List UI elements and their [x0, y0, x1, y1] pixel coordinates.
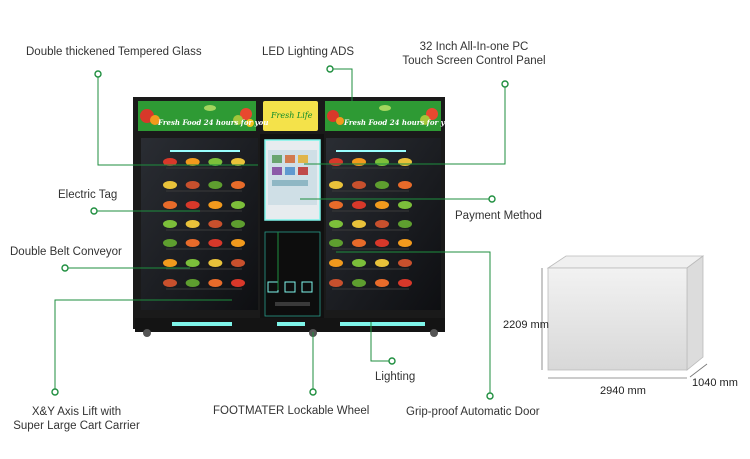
box-front — [547, 267, 688, 371]
produce-item — [231, 239, 245, 247]
produce-item — [231, 158, 245, 166]
dimension-height: 2209 mm — [503, 319, 549, 331]
produce-item — [231, 181, 245, 189]
produce-item — [398, 181, 412, 189]
label-wheel: FOOTMATER Lockable Wheel — [213, 405, 370, 417]
produce-item — [329, 181, 343, 189]
produce-item — [352, 259, 366, 267]
produce-item — [375, 158, 389, 166]
produce-right — [329, 158, 412, 290]
produce-item — [352, 239, 366, 247]
label-door: Grip-proof Automatic Door — [406, 406, 540, 418]
produce-item — [375, 181, 389, 189]
label-conveyor: Double Belt Conveyor — [10, 246, 122, 258]
produce-item — [163, 181, 177, 189]
wheel-left — [143, 329, 151, 337]
label-control-panel-line1: 32 Inch All-In-one PC — [419, 41, 529, 53]
box-side — [686, 255, 704, 371]
produce-item — [375, 201, 389, 209]
produce-item — [352, 220, 366, 228]
produce-item — [185, 279, 200, 287]
produce-item — [329, 239, 343, 247]
produce-item — [375, 259, 389, 267]
produce-item — [231, 259, 245, 267]
produce-item — [352, 181, 366, 189]
label-control-panel-line2: Touch Screen Control Panel — [402, 55, 546, 67]
produce-item — [398, 279, 412, 287]
produce-item — [208, 158, 223, 166]
produce-item — [208, 259, 223, 267]
produce-item — [185, 201, 200, 209]
produce-item — [329, 158, 343, 166]
produce-item — [163, 279, 177, 287]
dimension-depth: 1040 mm — [692, 377, 738, 389]
produce-item — [398, 220, 412, 228]
produce-item — [329, 220, 343, 228]
produce-item — [375, 239, 389, 247]
dimension-width: 2940 mm — [600, 385, 646, 397]
produce-item — [329, 259, 343, 267]
bottom-light-left — [172, 322, 232, 326]
produce-item — [398, 201, 412, 209]
produce-item — [208, 220, 223, 228]
produce-item — [185, 220, 200, 228]
label-led-ads: LED Lighting ADS — [262, 46, 355, 58]
produce-item — [185, 181, 200, 189]
produce-item — [398, 158, 412, 166]
produce-item — [163, 201, 177, 209]
produce-item — [208, 201, 223, 209]
produce-item — [208, 279, 223, 287]
produce-item — [231, 201, 245, 209]
produce-item — [185, 259, 200, 267]
label-lift: X&Y Axis Lift with Super Large Cart Carr… — [4, 405, 149, 433]
produce-item — [231, 220, 245, 228]
produce-left — [163, 158, 245, 290]
banner-fruit-left — [140, 108, 254, 127]
label-control-panel: 32 Inch All-In-one PC Touch Screen Contr… — [394, 40, 554, 68]
bottom-light-right — [340, 322, 425, 326]
banner-fruit-right — [327, 108, 438, 125]
logo-text: Fresh Life — [271, 111, 313, 120]
produce-item — [231, 279, 245, 287]
wheel-right — [430, 329, 438, 337]
produce-item — [163, 158, 177, 166]
box-top — [546, 255, 705, 269]
produce-item — [398, 239, 412, 247]
produce-item — [185, 239, 200, 247]
produce-item — [208, 239, 223, 247]
callout-dots — [51, 65, 509, 400]
right-banner-text: Fresh Food 24 hours for you — [344, 118, 455, 127]
label-lift-line2: Super Large Cart Carrier — [13, 420, 140, 432]
produce-item — [163, 239, 177, 247]
produce-item — [375, 279, 389, 287]
produce-item — [185, 158, 200, 166]
callout-lines — [54, 68, 506, 396]
produce-item — [398, 259, 412, 267]
produce-item — [163, 259, 177, 267]
label-glass: Double thickened Tempered Glass — [26, 46, 202, 58]
produce-item — [352, 201, 366, 209]
produce-item — [375, 220, 389, 228]
produce-item — [352, 279, 366, 287]
produce-item — [163, 220, 177, 228]
produce-item — [329, 279, 343, 287]
center-logo-panel — [263, 101, 318, 131]
bottom-light-mid — [277, 322, 305, 326]
label-payment: Payment Method — [455, 210, 542, 222]
label-lift-line1: X&Y Axis Lift with — [31, 406, 122, 418]
produce-item — [208, 181, 223, 189]
label-electric-tag: Electric Tag — [58, 189, 118, 201]
left-banner-text: Fresh Food 24 hours for you — [158, 118, 269, 127]
produce-item — [352, 158, 366, 166]
produce-item — [329, 201, 343, 209]
label-lighting: Lighting — [375, 371, 416, 383]
